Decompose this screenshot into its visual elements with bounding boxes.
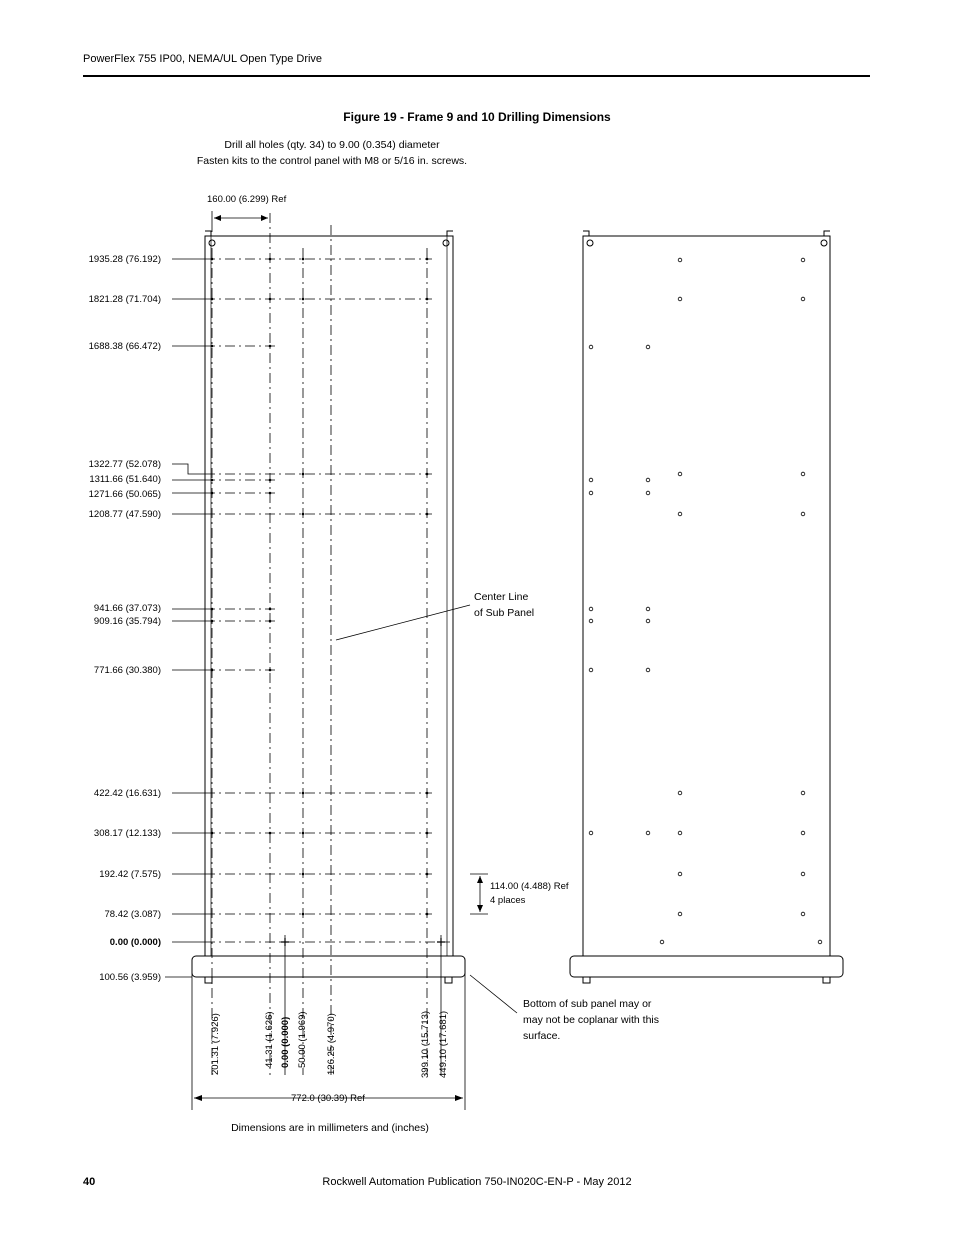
width-ref-label: 772.0 (30.39) Ref [291,1093,365,1104]
vdim-label: 78.42 (3.087) [104,909,161,920]
vdim-label: 192.42 (7.575) [99,869,161,880]
fasten-note: Fasten kits to the control panel with M8… [196,155,468,167]
left-foot [204,976,213,984]
left-base [191,955,466,978]
center-line-label: Center Line [474,591,528,603]
vdim-label: 941.66 (37.073) [94,603,161,614]
running-header: PowerFlex 755 IP00, NEMA/UL Open Type Dr… [83,53,323,65]
publication-info: Rockwell Automation Publication 750-IN02… [322,1176,632,1188]
hdim-origin-label: 0.00 (0.000) [280,1017,291,1068]
header-rule [83,75,870,77]
vdim-label: 1271.66 (50.065) [89,489,161,500]
center-line-label-2: of Sub Panel [474,607,534,619]
right-base [569,955,844,978]
hdim-label: 201.31 (7.926) [210,1013,221,1075]
hdim-label: 399.10 (15.713) [420,1011,431,1078]
hdim-label: 41.31 (1.626) [264,1011,275,1068]
hdim-label: 50.00 (1.969) [297,1011,308,1068]
vdim-label: 308.17 (12.133) [94,828,161,839]
vdim-label: 1821.28 (71.704) [89,294,161,305]
left-foot [444,976,453,984]
bottom-note-3: surface. [523,1030,560,1042]
bottom-note-2: may not be coplanar with this [523,1014,659,1026]
left-panel-corner-hole [442,239,450,247]
left-panel-outline [204,235,454,957]
vdim-label: 100.56 (3.959) [99,972,161,983]
left-panel-hooks [205,230,453,236]
vdim-label: 1311.66 (51.640) [89,474,161,485]
vdim-label: 771.66 (30.380) [94,665,161,676]
right-panel-outline [582,235,831,957]
vdim-label: 1322.77 (52.078) [89,459,161,470]
left-panel-corner-hole [208,239,216,247]
vdim-label: 1688.38 (66.472) [89,341,161,352]
units-note: Dimensions are in millimeters and (inche… [231,1122,429,1134]
spacing-label: 114.00 (4.488) Ref [490,881,569,892]
vdim-label: 1935.28 (76.192) [89,254,161,265]
hdim-label: 449.10 (17.681) [438,1011,449,1078]
hdim-label: 126.25 (4.970) [326,1013,337,1075]
vdim-label: 422.42 (16.631) [94,788,161,799]
page-number: 40 [83,1176,96,1188]
figure-title: Figure 19 - Frame 9 and 10 Drilling Dime… [343,110,611,124]
top-ref-label: 160.00 (6.299) Ref [207,194,287,205]
drill-note: Drill all holes (qty. 34) to 9.00 (0.354… [224,139,440,151]
bottom-note: Bottom of sub panel may or [523,998,652,1010]
vdim-label: 1208.77 (47.590) [89,509,161,520]
vdim-label: 909.16 (35.794) [94,616,161,627]
spacing-label-2: 4 places [490,895,526,906]
vdim-origin-label: 0.00 (0.000) [110,937,161,948]
